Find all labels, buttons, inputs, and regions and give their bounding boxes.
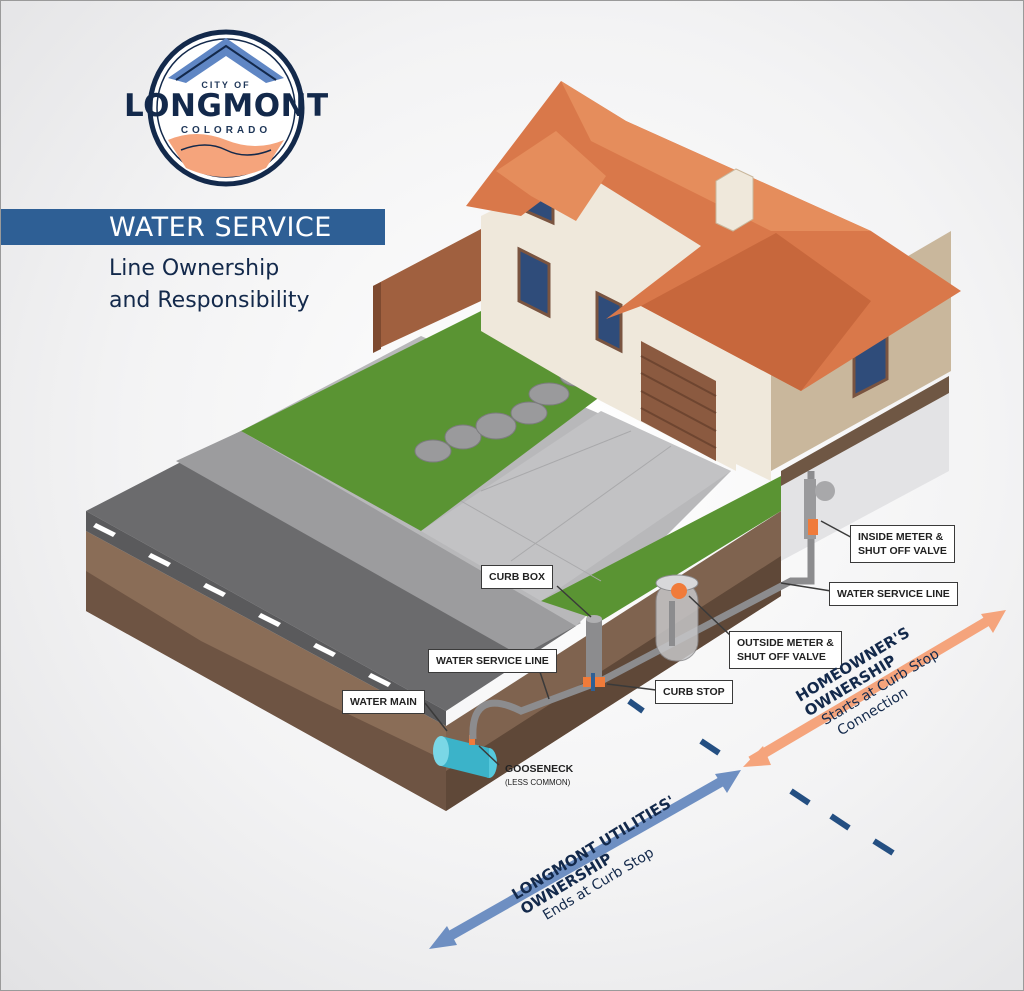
gooseneck-label: GOOSENECK: [505, 763, 574, 775]
callout-gooseneck: GOOSENECK (LESS COMMON): [505, 762, 573, 790]
callout-outside-meter: OUTSIDE METER & SHUT OFF VALVE: [729, 631, 842, 669]
logo-city-text: CITY OF: [201, 80, 251, 90]
homeowner-ownership-arrow: [743, 610, 1006, 767]
page-subtitle: Line Ownership and Responsibility: [109, 253, 310, 317]
inside-meter: [804, 479, 835, 539]
fence: [373, 229, 481, 351]
page-title: WATER SERVICE: [109, 212, 332, 243]
gooseneck-note: (LESS COMMON): [505, 778, 571, 787]
callout-water-service-line-right: WATER SERVICE LINE: [829, 582, 958, 606]
property-line: [627, 698, 895, 856]
callout-water-main: WATER MAIN: [342, 690, 425, 714]
inside-meter-line-2: SHUT OFF VALVE: [858, 545, 947, 557]
city-logo: CITY OF LONGMONT COLORADO: [124, 28, 328, 188]
title-banner: [1, 209, 385, 245]
curb: [176, 431, 581, 656]
logo-city-name: LONGMONT: [124, 88, 329, 124]
callout-inside-meter: INSIDE METER & SHUT OFF VALVE: [850, 525, 955, 563]
garage-door: [641, 341, 716, 461]
chimney: [715, 168, 754, 232]
outside-meter-pit: [655, 574, 699, 662]
basement-cutaway: [781, 376, 949, 561]
callout-leaders: [424, 520, 859, 766]
logo-state-text: COLORADO: [180, 125, 272, 136]
subtitle-line-2: and Responsibility: [109, 288, 310, 313]
road: [86, 431, 576, 711]
lawn: [241, 311, 621, 531]
curb-box-post: [586, 619, 602, 681]
subtitle-line-1: Line Ownership: [109, 256, 280, 281]
logo-emblem-icon: [147, 29, 305, 187]
callout-curb-box: CURB BOX: [481, 565, 554, 589]
callout-curb-stop: CURB STOP: [655, 680, 733, 704]
inside-meter-line-1: INSIDE METER &: [858, 531, 944, 543]
water-main-pipe: [433, 736, 497, 778]
utilities-ownership-arrow: [429, 770, 741, 949]
callout-water-service-line-left: WATER SERVICE LINE: [428, 649, 557, 673]
road-lane-dashes: [93, 523, 391, 687]
outside-meter-line-2: SHUT OFF VALVE: [737, 651, 826, 663]
outside-meter-line-1: OUTSIDE METER &: [737, 637, 834, 649]
